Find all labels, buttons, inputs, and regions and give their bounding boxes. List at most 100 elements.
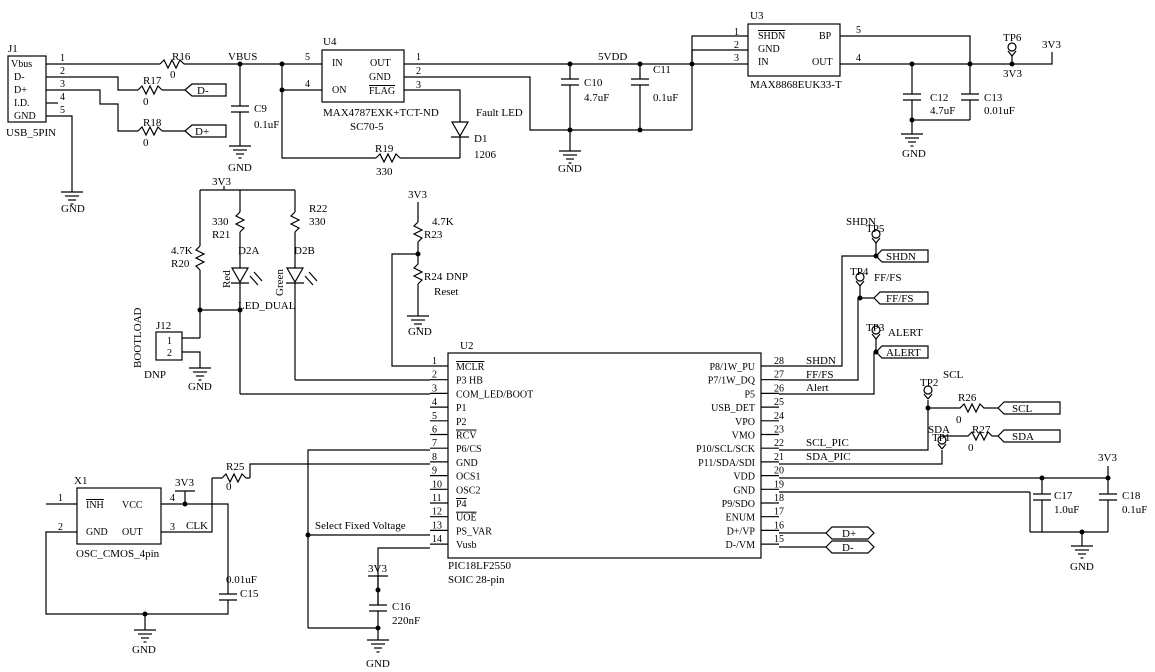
u2-pin-num-25: 25 [774,397,784,408]
u2-pin-name-8: GND [456,458,478,469]
j1-pin-vbus: Vbus [11,59,32,70]
u2-pin-name-10: OSC2 [456,485,480,496]
alert-flag: ALERT [886,347,921,359]
d1-ref: D1 [474,133,487,145]
tp4-ref: TP4 [850,266,869,278]
u4-pin-gnd: GND [369,72,391,83]
u2-left-nets: Select Fixed Voltage 3V3 GND C16 220nF [249,449,430,670]
x1-num-2: 2 [58,522,63,533]
tp1-ref: TP1 [932,432,950,444]
u2-pin-name-12: UOE [456,513,477,524]
tp6-ref: TP6 [1003,32,1022,44]
x1-pin-inh: INH [86,500,104,511]
u3-pin-gnd: GND [758,44,780,55]
u2-pin-num-28: 28 [774,356,784,367]
u2-pin-num-11: 11 [432,493,442,504]
v33-label-tp6: 3V3 [1003,68,1022,80]
ffs-tp-label: FF/FS [874,272,902,284]
gnd-label-x1: GND [132,644,156,656]
u2-pin-name-4: P1 [456,403,467,414]
c12-val: 4.7uF [930,105,955,117]
j12-ref: J12 [156,320,171,332]
c16-val: 220nF [392,615,420,627]
gnd-label-c16: GND [366,658,390,670]
u2-pin-name-16: D+/VP [727,526,756,537]
shdn-pic-label: SHDN [806,355,836,367]
r27-val: 0 [968,442,974,454]
c10-val: 4.7uF [584,92,609,104]
j1-ref: J1 [8,43,18,55]
c15-ref: C15 [240,588,259,600]
dp-flag-j1: D+ [195,126,209,138]
u2-pin-name-6: RCV [456,431,477,442]
sda-tp-label: SDA [928,424,950,436]
x1-num-3: 3 [170,522,175,533]
v33-label-vdd: 3V3 [1098,452,1117,464]
reset-label: Reset [434,286,458,298]
u3-num-5: 5 [856,25,861,36]
u4-part: MAX4787EXK+TCT-ND [323,107,439,119]
u3-num-2: 2 [734,40,739,51]
scl-pic-label: SCL_PIC [806,437,849,449]
sda-pic-label: SDA_PIC [806,451,851,463]
u4-num-gnd: 2 [416,66,421,77]
dm-flag-j1: D- [197,85,209,97]
x1-pin-gnd: GND [86,527,108,538]
j1-num-5: 5 [60,105,65,116]
r25-val: 0 [226,481,232,493]
gnd-label-c12: GND [902,148,926,160]
u2-pin-name-13: PS_VAR [456,526,492,537]
u2-pin-name-28: P8/1W_PU [709,362,755,373]
r24-ref: R24 [424,271,443,283]
led-red-label: Red [221,270,233,288]
r17-ref: R17 [143,75,162,87]
j1-pin-dm: D- [14,72,25,83]
c11-val: 0.1uF [653,92,678,104]
u2-pin-num-23: 23 [774,425,784,436]
u2-pin-num-1: 1 [432,356,437,367]
u2-pin-num-10: 10 [432,479,442,490]
u2-pin-num-26: 26 [774,383,784,394]
u2-pin-num-19: 19 [774,479,784,490]
shdn-tp-label: SHDN [846,216,876,228]
u2-ref: U2 [460,340,473,352]
u2-pin-num-3: 3 [432,383,437,394]
j1-pin-id: I.D. [14,98,30,109]
c16-ref: C16 [392,601,411,613]
u2-pin-name-21: P11/SDA/SDI [698,458,755,469]
r20-ref: R20 [171,258,190,270]
d2a-ref: D2A [238,245,259,257]
r19-ref: R19 [375,143,394,155]
j1-pin-dp: D+ [14,85,27,96]
gnd-label-c17: GND [1070,561,1094,573]
r19-val: 330 [376,166,393,178]
u2-pin-num-8: 8 [432,452,437,463]
d2b-ref: D2B [294,245,315,257]
dp-flag-pic: D+ [842,528,856,540]
r17-val: 0 [143,96,149,108]
c18-val: 0.1uF [1122,504,1147,516]
u2-pin-num-14: 14 [432,534,442,545]
u4-pin-in: IN [332,58,343,69]
shdn-flag: SHDN [886,251,916,263]
c17-val: 1.0uF [1054,504,1079,516]
vbus-label: VBUS [228,51,257,63]
j12-note: DNP [144,369,166,381]
u4-pkg: SC70-5 [350,121,384,133]
alert-pic-label: Alert [806,382,829,394]
c11-ref: C11 [653,64,671,76]
u4-num-out: 1 [416,52,421,63]
ffs-flag: FF/FS [886,293,914,305]
c9-val: 0.1uF [254,119,279,131]
u2-pin-name-5: P2 [456,417,467,428]
u2-pin-name-7: P6/CS [456,444,482,455]
u2-pin-name-20: VDD [733,472,755,483]
u2-part: PIC18LF2550 [448,560,511,572]
u4-pin-on: ON [332,85,346,96]
x1-part: OSC_CMOS_4pin [76,548,160,560]
c15-val: 0.01uF [226,574,257,586]
u2-pin-num-5: 5 [432,411,437,422]
u2-pin-name-25: USB_DET [711,403,755,414]
led-dual-part: LED_DUAL [238,300,296,312]
